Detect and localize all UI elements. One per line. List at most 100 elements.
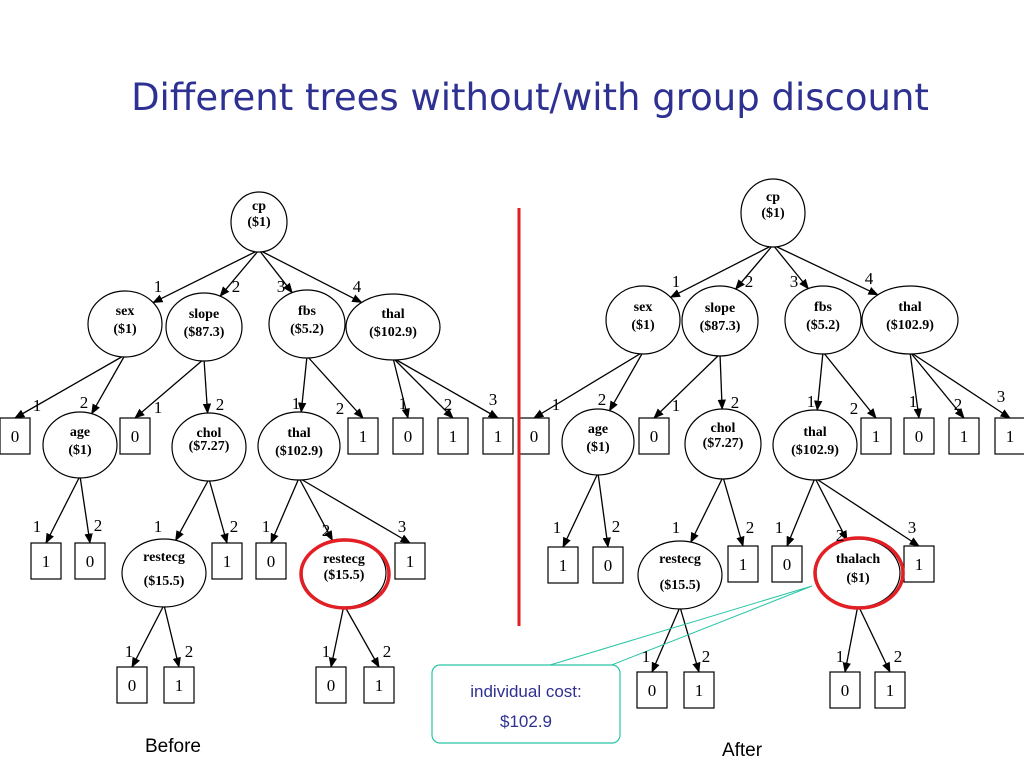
before-leaf-restecg2_2-value: 1: [375, 676, 384, 695]
after-edge-cp_2: [734, 244, 774, 290]
after-node-fbs-name: fbs: [814, 300, 832, 315]
after-node-age-name: age: [588, 422, 608, 437]
before-node-cp-name: cp: [252, 199, 266, 214]
after-node-thal-name: thal: [898, 300, 921, 315]
after-leaf-age_2-value: 0: [604, 556, 613, 575]
before-edge-cp_3: [258, 249, 293, 294]
before-leaf-sex_1-value: 0: [11, 427, 20, 446]
before-edge-label-chol_2: 2: [230, 517, 239, 536]
before-edge-label-thal_1: 1: [399, 394, 408, 413]
after-edge-label-sex_2: 2: [598, 390, 607, 409]
before-leaf-sex_1: [0, 417, 31, 455]
after-edge-thal_3: [909, 351, 1011, 419]
before-leaf-slope_1-value: 0: [131, 427, 140, 446]
after-highlight-ring: [813, 536, 905, 610]
callout-box: [431, 664, 621, 744]
after-edge-sex_1: [533, 351, 644, 419]
after-node-cp-name: cp: [766, 190, 780, 205]
after-leaf-age_2: [592, 546, 624, 584]
before-node-slope: [165, 292, 243, 362]
after-node-slope-cost: ($87.3): [700, 319, 741, 334]
after-node-restecg: [637, 540, 723, 610]
before-leaf-chol_2: [211, 542, 243, 580]
before-leaf-thal_2: [437, 417, 469, 455]
after-edge-label-age_2: 2: [612, 517, 621, 536]
before-edge-label-thal2_3: 3: [398, 517, 407, 536]
before-edge-fbs_1: [298, 355, 308, 414]
before-leaf-thal_1: [392, 417, 424, 455]
after-leaf-chol_2: [727, 545, 759, 583]
after-leaf-fbs_2: [860, 417, 892, 455]
after-edge-label-fbs_1: 1: [807, 392, 816, 411]
after-node-sex: [605, 285, 681, 355]
before-node-restecg-cost: ($15.5): [144, 574, 185, 589]
after-edge-cp_1: [669, 244, 774, 298]
before-edge-slope_2: [202, 358, 212, 415]
before-edge-label-cp_3: 3: [277, 277, 286, 296]
before-edge-label-age_1: 1: [33, 517, 42, 536]
after-edge-thal2_2: [814, 477, 848, 542]
before-edge-label-restecg2_2: 2: [383, 642, 392, 661]
callout-pointer: [539, 585, 813, 669]
before-leaf-thal2_3-value: 1: [406, 552, 415, 571]
after-node-fbs: [784, 285, 862, 355]
after-leaf-fbs_2-value: 1: [872, 427, 881, 446]
before-leaf-chol_2-value: 1: [223, 552, 232, 571]
before-node-thal-cost: ($102.9): [369, 325, 417, 340]
after-node-sex-name: sex: [634, 300, 653, 315]
before-node-thal2: [257, 411, 341, 481]
before-node-restecg-name: restecg: [143, 550, 185, 565]
after-leaf-thalach_1: [829, 671, 861, 709]
before-leaf-thal2_1-value: 0: [267, 552, 276, 571]
after-edge-label-restecg_2: 2: [702, 647, 711, 666]
after-node-age-cost: ($1): [586, 440, 610, 455]
before-leaf-restecg2_1: [315, 666, 347, 704]
before-node-thal2-cost: ($102.9): [275, 444, 323, 459]
before-edge-thal2_1: [270, 477, 300, 544]
before-edge-thal_1: [392, 357, 410, 420]
before-edge-label-thal2_2: 2: [322, 521, 331, 540]
after-edge-label-chol_2: 2: [746, 518, 755, 537]
before-node-slope-name: slope: [189, 307, 219, 322]
after-edge-fbs_2: [822, 351, 877, 419]
after-node-thal2: [772, 409, 858, 481]
before-edge-age_1: [45, 475, 81, 544]
before-node-cp: [230, 191, 288, 253]
after-edge-label-cp_3: 3: [790, 272, 799, 291]
before-edge-fbs_2: [306, 355, 364, 419]
before-node-fbs-cost: ($5.2): [290, 322, 324, 337]
before-leaf-thal_1-value: 0: [404, 427, 413, 446]
after-leaf-age_1-value: 1: [559, 556, 568, 575]
after-edge-slope_1: [653, 353, 721, 419]
before-node-chol-name: chol: [197, 426, 222, 441]
before-node-sex-name: sex: [116, 304, 135, 319]
before-leaf-fbs_2: [347, 417, 379, 455]
before-edge-chol_1: [175, 478, 210, 542]
before-node-thal: [345, 293, 441, 361]
after-edge-label-thal2_3: 3: [908, 518, 917, 537]
after-edge-label-thal2_2: 2: [836, 526, 845, 545]
after-edge-label-fbs_2: 2: [850, 399, 859, 418]
after-node-thal2-name: thal: [803, 425, 826, 440]
after-node-thal-cost: ($102.9): [886, 318, 934, 333]
before-node-age: [42, 411, 118, 479]
after-edge-restecg_1: [651, 606, 681, 673]
before-leaf-restecg2_2: [363, 666, 395, 704]
after-edge-thalach_1: [842, 604, 859, 674]
after-node-age: [561, 408, 635, 476]
before-edge-label-restecg_1: 1: [125, 642, 134, 661]
after-leaf-restecg_2-value: 1: [695, 681, 704, 700]
after-edge-thal_1: [909, 351, 922, 420]
after-node-slope-name: slope: [705, 301, 735, 316]
after-edge-label-slope_2: 2: [731, 393, 740, 412]
after-node-cp: [740, 178, 806, 248]
after-leaf-thal2_1: [771, 545, 803, 583]
before-edge-chol_2: [208, 478, 229, 545]
after-edge-age_1: [562, 472, 599, 548]
after-leaf-thal_3: [994, 417, 1024, 455]
before-node-fbs-name: fbs: [298, 304, 316, 319]
after-edge-label-chol_1: 1: [672, 518, 681, 537]
after-node-sex-cost: ($1): [631, 318, 655, 333]
before-edge-label-thal_3: 3: [489, 390, 498, 409]
after-edge-restecg_2: [679, 606, 701, 673]
